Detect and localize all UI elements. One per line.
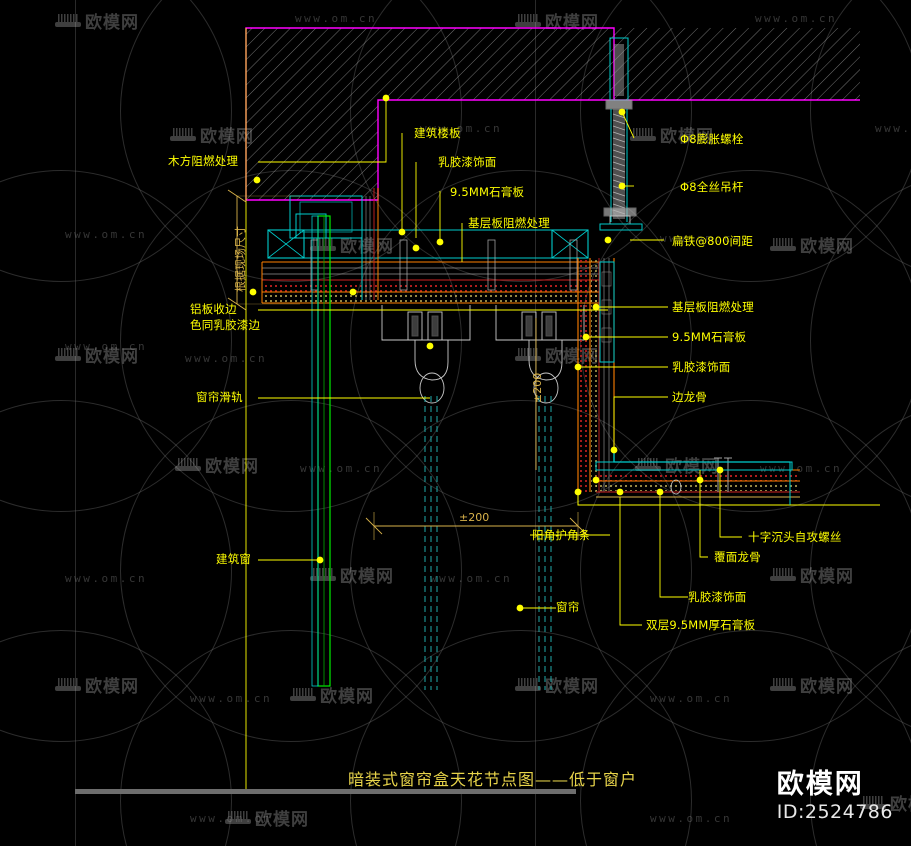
leader-nodes xyxy=(249,94,724,612)
label-flat-iron-spacing: 扁铁@800间距 xyxy=(672,234,754,248)
dimension-lines xyxy=(227,189,587,540)
ceiling-board-layers xyxy=(261,261,601,304)
label-aluminium-edge-line1: 铝板收边 xyxy=(190,302,237,316)
label-latex-paint-right: 乳胶漆饰面 xyxy=(672,360,731,374)
label-edge-keel: 边龙骨 xyxy=(672,390,708,404)
label-gypsum-board-top: 9.5MM石膏板 xyxy=(450,185,525,199)
label-double-gypsum-board: 双层9.5MM厚石膏板 xyxy=(646,618,756,632)
ceiling-keel-frame xyxy=(267,229,589,259)
label-corner-bead: 阳角护角条 xyxy=(532,528,591,542)
label-curtain-track: 窗帘滑轨 xyxy=(196,390,243,404)
brand-id: ID:2524786 xyxy=(776,801,893,823)
hanger-rod-assembly xyxy=(599,37,643,231)
label-countersunk-screw: 十字沉头自攻螺丝 xyxy=(748,530,842,544)
leader-lines xyxy=(258,98,742,626)
label-aluminium-edge-line2: 色同乳胶漆边 xyxy=(190,318,261,332)
edge-accents xyxy=(245,28,880,790)
brand-name: 欧模网 xyxy=(776,769,864,800)
label-hanger-rod: Φ8全丝吊杆 xyxy=(680,180,744,194)
label-building-window: 建筑窗 xyxy=(216,552,252,566)
label-gypsum-board-right: 9.5MM石膏板 xyxy=(672,330,747,344)
window-head-detail xyxy=(289,188,379,300)
lower-ceiling-layers xyxy=(595,457,800,498)
bulkhead-wall-assembly xyxy=(577,258,790,506)
dimension-site-size: 根据现场尺寸 xyxy=(234,226,247,292)
building-window-frame xyxy=(311,215,331,687)
label-base-board-fire-right: 基层板阻燃处理 xyxy=(672,300,754,314)
curtain-track-assembly xyxy=(381,305,585,404)
curtain-fabric xyxy=(424,396,552,690)
label-curtain: 窗帘 xyxy=(556,600,580,614)
label-expansion-bolt: Φ8膨胀螺栓 xyxy=(680,132,744,146)
title-underline xyxy=(75,789,576,794)
label-latex-paint-bottom: 乳胶漆饰面 xyxy=(688,590,747,604)
label-face-keel: 覆面龙骨 xyxy=(714,550,761,564)
building-slab xyxy=(245,27,860,201)
dimension-horizontal-200: ±200 xyxy=(459,511,490,524)
label-latex-paint-top: 乳胶漆饰面 xyxy=(438,155,497,169)
brand-block: 欧模网 ID:2524786 xyxy=(777,762,893,823)
drawing-title: 暗装式窗帘盒天花节点图——低于窗户 xyxy=(348,770,638,789)
label-wood-fire-treatment: 木方阻燃处理 xyxy=(168,154,239,168)
label-building-slab: 建筑楼板 xyxy=(414,126,461,140)
dimension-vertical-200: ±200 xyxy=(531,372,544,403)
label-base-board-fire-top: 基层板阻燃处理 xyxy=(468,216,550,230)
